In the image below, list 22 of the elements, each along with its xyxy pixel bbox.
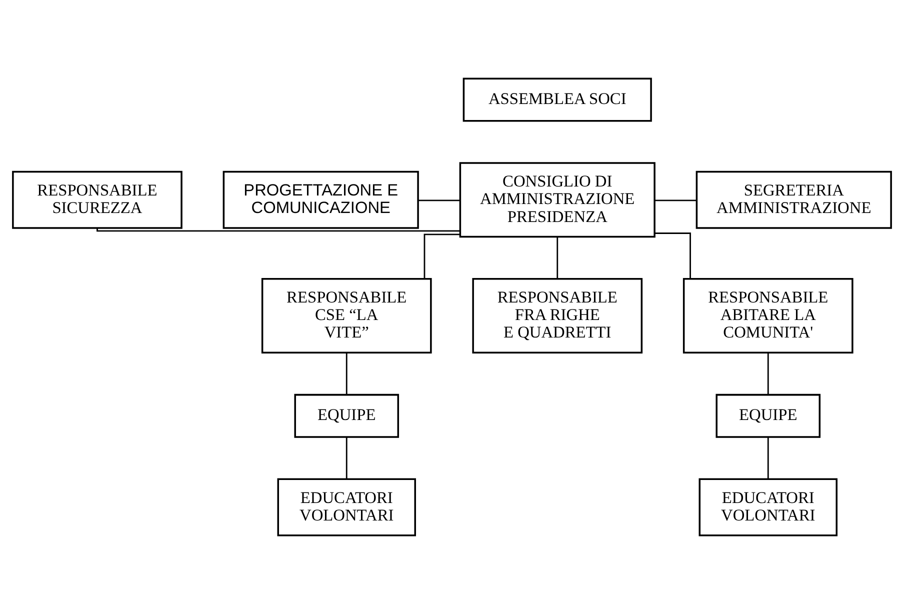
connector: [418, 200, 460, 202]
connector: [346, 353, 348, 395]
connector: [424, 234, 460, 278]
node-box: SEGRETERIA AMMINISTRAZIONE: [696, 170, 892, 229]
node-box: RESPONSABILE SICUREZZA: [12, 170, 182, 229]
connector: [654, 232, 691, 279]
node-box: EDUCATORI VOLONTARI: [698, 478, 838, 536]
node-box: RESPONSABILE ABITARE LA COMUNITA': [682, 278, 854, 354]
node-box: EQUIPE: [294, 394, 400, 438]
connector: [654, 200, 697, 202]
node-box: EDUCATORI VOLONTARI: [277, 478, 416, 536]
connector: [767, 353, 769, 395]
connector: [556, 236, 558, 279]
connector: [767, 437, 769, 479]
node-box: RESPONSABILE FRA RIGHE E QUADRETTI: [472, 278, 643, 354]
connector: [96, 228, 460, 232]
node-box: RESPONSABILE CSE “LA VITE”: [261, 278, 432, 354]
connector: [346, 437, 348, 479]
node-box: EQUIPE: [716, 394, 821, 438]
node-box: ASSEMBLEA SOCI: [462, 78, 652, 122]
node-box: CONSIGLIO DI AMMINISTRAZIONE PRESIDENZA: [459, 162, 656, 238]
node-box: PROGETTAZIONE E COMUNICAZIONE: [222, 170, 419, 229]
